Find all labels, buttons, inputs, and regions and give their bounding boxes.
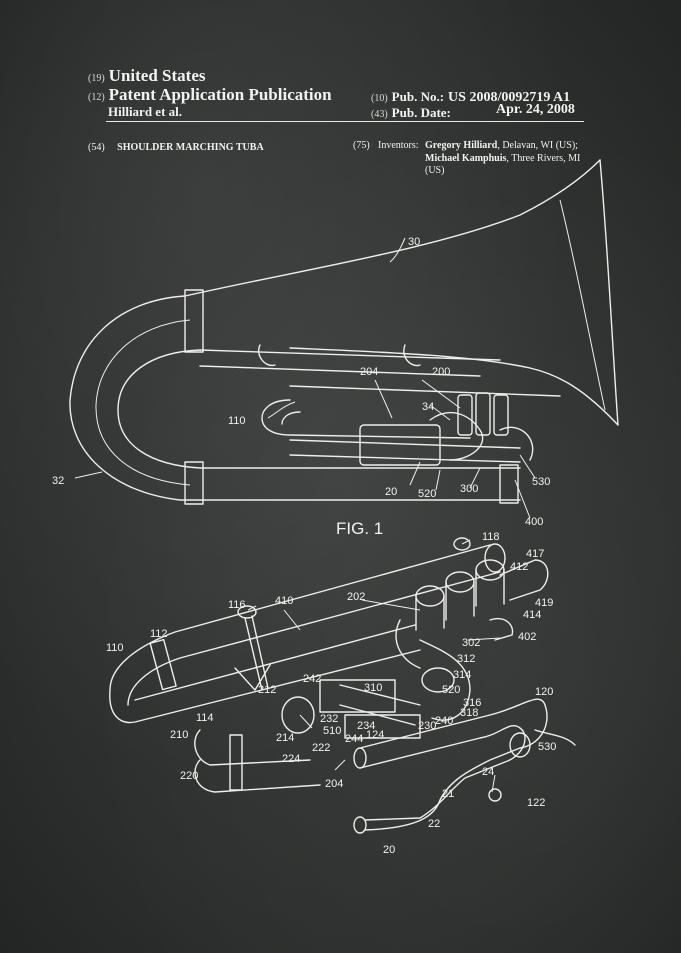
fig2-ref: 112 <box>150 628 168 640</box>
fig2-ref: 22 <box>428 818 440 830</box>
fig1-ref: 30 <box>408 236 420 248</box>
inventor-2-country: (US) <box>425 165 445 176</box>
fig1-ref: 530 <box>532 476 550 488</box>
header-rule-right <box>344 121 584 122</box>
fig2-ref: 310 <box>364 682 382 694</box>
fig2-ref: 20 <box>383 844 395 856</box>
fig2-exploded-view <box>109 537 576 834</box>
inventors-code: (75) <box>353 140 370 151</box>
fig1-ref: 400 <box>525 516 543 528</box>
fig2-ref: 220 <box>180 770 198 782</box>
fig2-ref: 21 <box>442 788 454 800</box>
inventors-label: Inventors: <box>378 140 419 151</box>
fig2-ref: 214 <box>276 732 294 744</box>
fig2-ref: 417 <box>526 548 544 560</box>
fig2-ref: 316 <box>463 697 481 709</box>
fig2-ref: 530 <box>538 741 556 753</box>
inventor-2-name: Michael Kamphuis <box>425 153 507 164</box>
fig2-ref: 224 <box>282 753 300 765</box>
fig2-ref: 242 <box>303 673 321 685</box>
title-code: (54) <box>88 142 105 153</box>
fig2-ref: 232 <box>320 713 338 725</box>
applicant: Hilliard et al. <box>108 104 183 119</box>
fig1-ref: 520 <box>418 488 436 500</box>
fig2-ref: 314 <box>453 669 471 681</box>
fig2-ref: 118 <box>482 531 500 543</box>
fig1-ref: 32 <box>52 475 64 487</box>
publication-type-line: (12)Patent Application Publication <box>88 85 332 105</box>
header-rule-left <box>106 121 349 122</box>
fig2-ref: 244 <box>345 733 363 745</box>
fig2-ref: 410 <box>275 595 293 607</box>
pub-date: Apr. 24, 2008 <box>496 102 575 117</box>
fig2-ref: 302 <box>462 637 480 649</box>
fig2-ref: 234 <box>357 720 375 732</box>
fig2-ref: 124 <box>366 729 384 741</box>
fig2-ref: 414 <box>523 609 541 621</box>
fig2-ref: 318 <box>460 707 478 719</box>
fig2-ref: 419 <box>535 597 553 609</box>
country-line: (19)United States <box>88 66 205 86</box>
fig2-ref: 116 <box>228 599 246 611</box>
invention-title: SHOULDER MARCHING TUBA <box>117 142 264 153</box>
pub-no-line: (10)Pub. No.: US 2008/0092719 A1 <box>371 88 570 106</box>
fig2-ref: 202 <box>347 591 365 603</box>
fig1-ref: 204 <box>360 366 378 378</box>
fig2-ref: 402 <box>518 631 536 643</box>
fig2-ref: 412 <box>510 561 528 573</box>
fig2-ref: 110 <box>106 642 124 654</box>
fig2-ref: 210 <box>170 729 188 741</box>
fig2-ref: 212 <box>258 684 276 696</box>
type-code: (12) <box>88 92 105 103</box>
figure-1-caption: FIG. 1 <box>336 519 384 538</box>
pub-date-line: (43)Pub. Date: <box>371 104 451 122</box>
fig2-ref: 510 <box>323 725 341 737</box>
country: United States <box>108 66 206 85</box>
fig1-reference-numbers: 30 32 110 204 200 34 20 520 300 530 400 <box>52 236 550 528</box>
fig1-ref: 20 <box>385 486 397 498</box>
inventor-2-location: , Three Rivers, MI <box>506 153 581 164</box>
fig1-ref: 34 <box>422 401 434 413</box>
fig2-ref: 240 <box>435 715 453 727</box>
fig2-reference-numbers: 118 417 412 419 414 402 116 410 202 302 … <box>106 531 556 856</box>
fig2-ref: 24 <box>482 766 494 778</box>
fig1-tuba <box>69 159 619 519</box>
publication-type: Patent Application Publication <box>108 85 332 104</box>
title-line: (54) SHOULDER MARCHING TUBA <box>88 142 264 153</box>
fig2-ref: 312 <box>457 653 475 665</box>
fig2-ref: 230 <box>418 720 436 732</box>
pub-date-label: Pub. Date: <box>391 105 451 120</box>
pub-date-code: (43) <box>371 109 388 120</box>
inventor-1-name: Gregory Hilliard <box>425 140 498 151</box>
pub-no-code: (10) <box>371 93 388 104</box>
inventor-1-location: , Delavan, WI (US); <box>497 140 578 151</box>
fig1-ref: 200 <box>432 366 450 378</box>
fig1-ref: 300 <box>460 483 478 495</box>
fig2-ref: 204 <box>325 778 343 790</box>
fig2-ref: 114 <box>196 712 214 724</box>
pub-no-label: Pub. No.: <box>391 89 445 104</box>
fig2-ref: 222 <box>312 742 330 754</box>
fig2-ref: 520 <box>442 684 460 696</box>
inventor-1: Gregory Hilliard, Delavan, WI (US); <box>425 140 578 151</box>
country-code: (19) <box>88 73 105 84</box>
fig2-ref: 120 <box>535 686 553 698</box>
inventor-2: Michael Kamphuis, Three Rivers, MI <box>425 153 580 164</box>
fig2-ref: 122 <box>527 797 545 809</box>
pub-no: US 2008/0092719 A1 <box>448 90 571 105</box>
fig1-ref: 110 <box>228 415 246 427</box>
